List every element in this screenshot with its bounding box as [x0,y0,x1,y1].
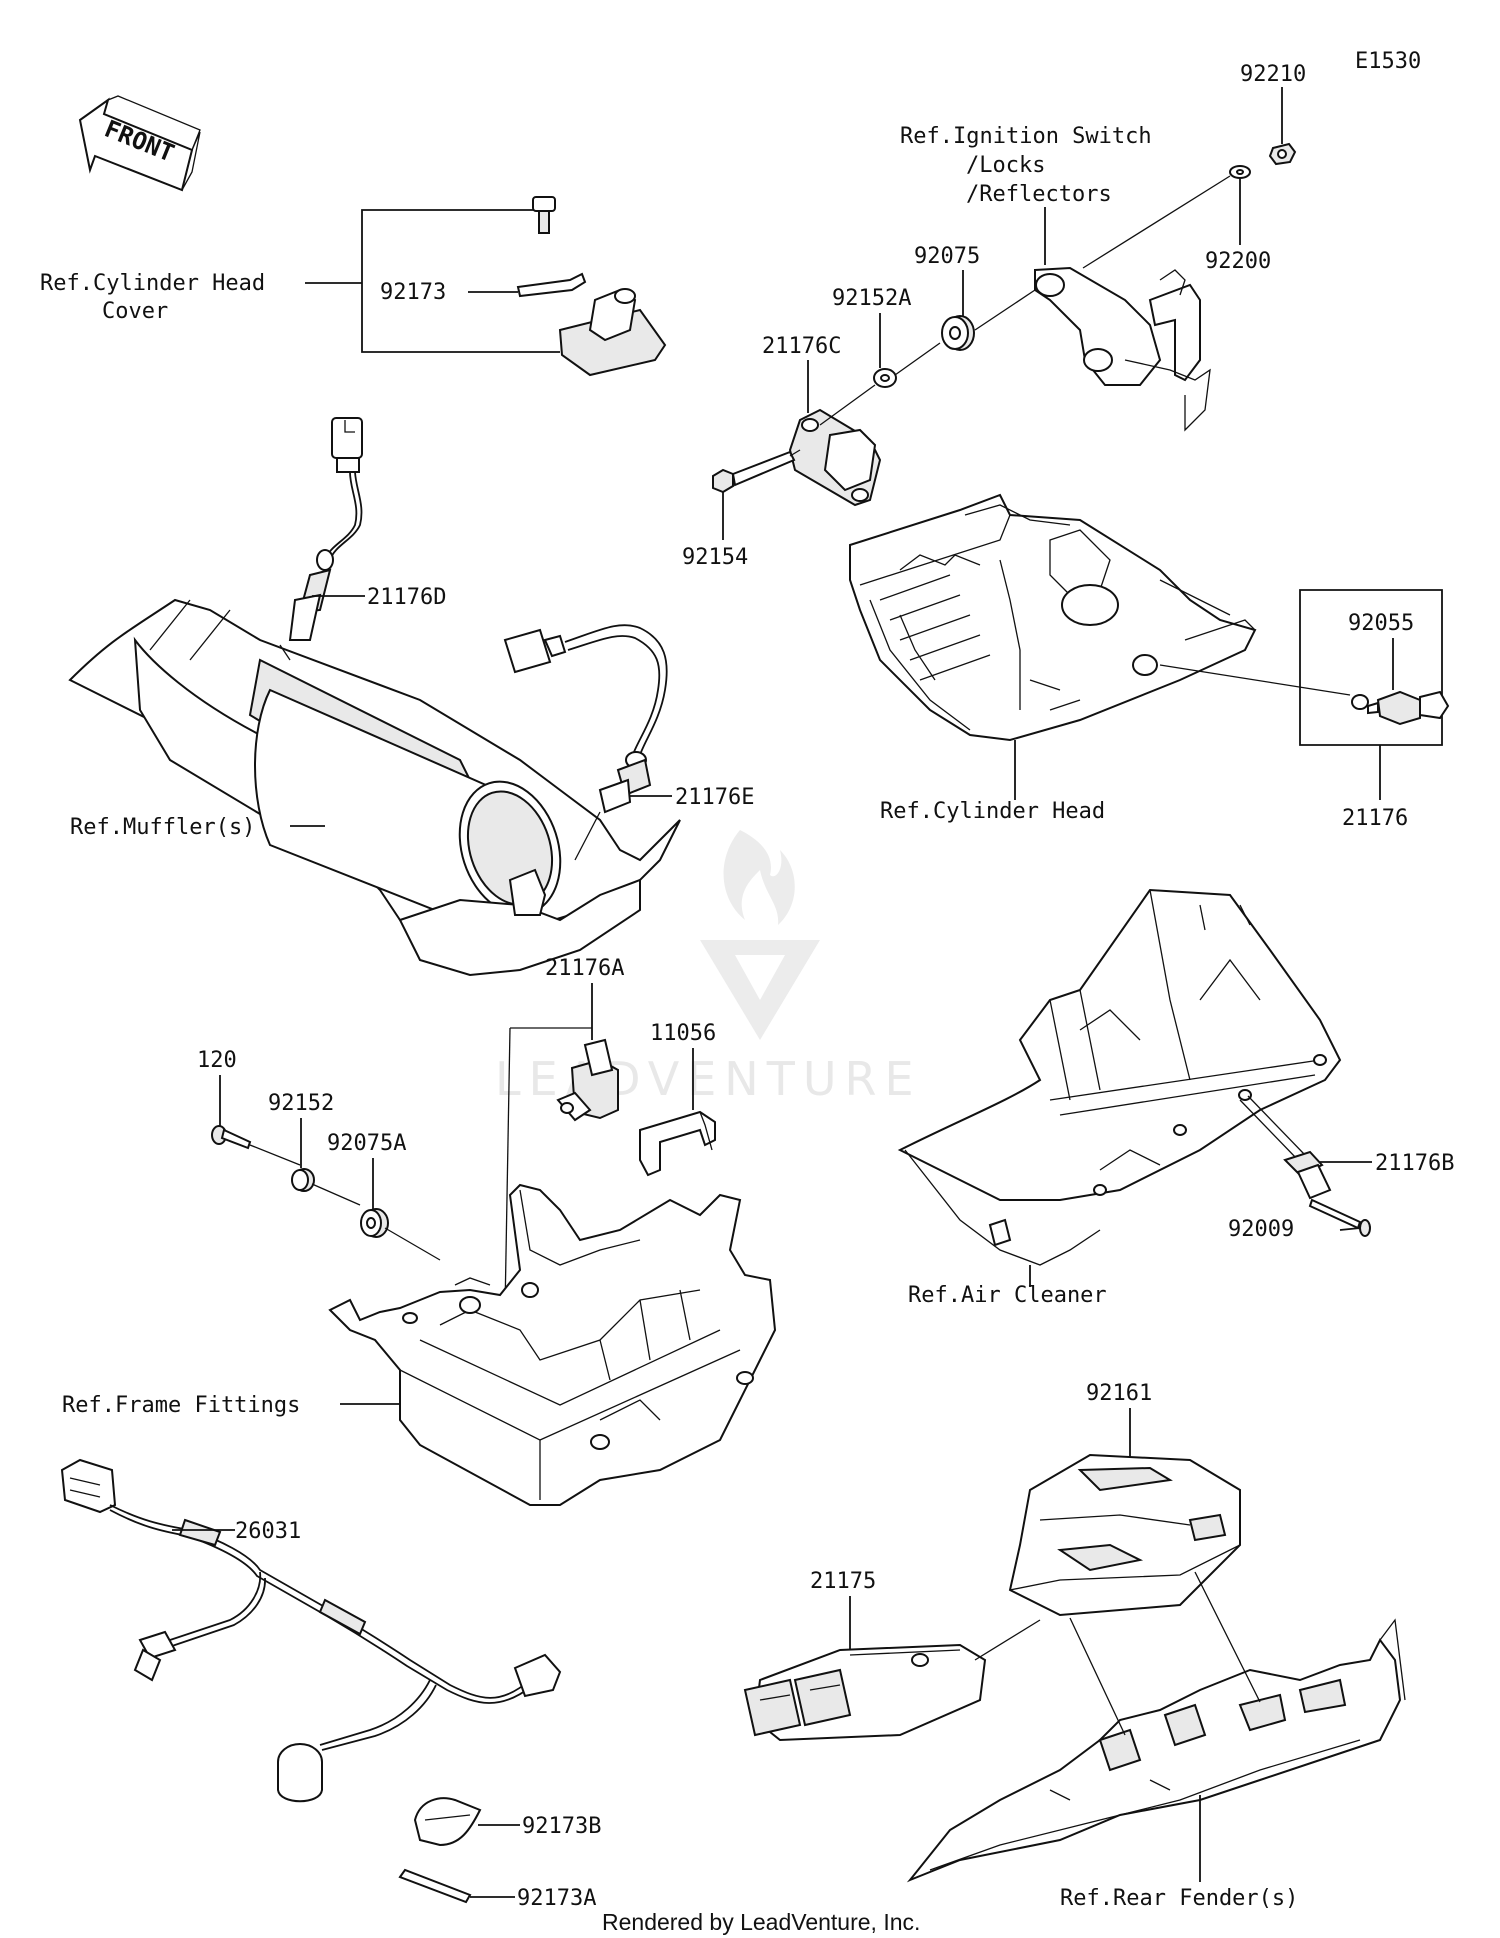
ref-ignition-label-1: Ref.Ignition Switch [900,124,1152,149]
part-label-92055: 92055 [1348,611,1414,636]
diagram-code: E1530 [1355,49,1421,74]
washer-92200-icon [1229,165,1251,179]
ref-cyl-head-cover-label-2: Cover [102,299,168,324]
cylinder-head-cover-sensor-icon [558,288,667,377]
part-label-21176C: 21176C [762,334,841,359]
part-label-92152A: 92152A [832,286,911,311]
sensor-21176C-icon [788,408,882,507]
ref-ignition-label-2: /Locks [966,153,1045,178]
sensor-mount-group: 92210 92200 Ref.Ignition Switch /Locks /… [682,62,1306,570]
ecu-21175-icon [743,1643,987,1742]
sensor-21176-group: 92055 21176 [1299,589,1450,831]
temperature-sensor-21176-icon [1367,690,1450,726]
part-label-21176D: 21176D [367,585,446,610]
muffler-icon [68,598,681,977]
part-label-92152: 92152 [268,1091,334,1116]
part-label-92200: 92200 [1205,249,1271,274]
knock-sensor-harness-26031-icon [60,1458,562,1803]
part-label-92009: 92009 [1228,1217,1294,1242]
clamp-92173B-icon [413,1797,482,1847]
part-label-92154: 92154 [682,545,748,570]
bolt-92154-icon [712,450,796,494]
ref-frame-fittings-label: Ref.Frame Fittings [62,1393,300,1418]
footer-credit: Rendered by LeadVenture, Inc. [602,1909,920,1935]
sensor-21176A-icon [556,1038,619,1122]
part-label-21176B: 21176B [1375,1151,1454,1176]
bolt-120-icon [211,1125,252,1150]
screw-92009-icon [1308,1198,1371,1237]
front-arrow-icon: FRONT [78,95,201,192]
part-label-21176A: 21176A [545,956,624,981]
frame-fitting-group: 21176A 11056 [328,956,777,1506]
bracket-92173-icon [516,272,587,298]
part-label-92173A: 92173A [517,1886,596,1911]
air-cleaner-icon [897,888,1342,1266]
ref-cyl-head-cover-label-1: Ref.Cylinder Head [40,271,265,296]
part-label-92075A: 92075A [327,1131,406,1156]
grommet-92075-icon [941,315,975,351]
part-label-21176E: 21176E [675,785,754,810]
collar-92152A-icon [873,368,897,388]
ref-cylinder-head-label: Ref.Cylinder Head [880,799,1105,824]
ecu-bracket-92161-icon [1008,1453,1241,1617]
cylinder-head-icon [849,493,1257,742]
bolt-icon [532,196,556,234]
part-label-92173B: 92173B [522,1814,601,1839]
ref-muffler-label: Ref.Muffler(s) [70,815,255,840]
watermark-text: LEADVENTURE [495,1052,922,1106]
part-label-120: 120 [197,1048,237,1073]
cylinder-head-cover-group: Ref.Cylinder Head Cover 92173 [40,196,667,377]
ignition-bracket-icon [1034,266,1211,432]
collar-92152-icon [291,1168,315,1192]
part-label-21175: 21175 [810,1569,876,1594]
part-label-92075: 92075 [914,244,980,269]
grommet-92075A-icon [360,1208,389,1238]
oxygen-sensor-21176D-icon [279,417,363,661]
intake-air-sensor-21176B-icon [1239,1095,1332,1200]
part-label-21176: 21176 [1342,806,1408,831]
ref-air-cleaner-label: Ref.Air Cleaner [908,1283,1107,1308]
part-label-11056: 11056 [650,1021,716,1046]
band-92173A-icon [398,1868,472,1904]
oring-92055-icon [1351,694,1369,710]
ref-ignition-label-3: /Reflectors [966,182,1112,207]
rear-fender-icon [906,1618,1406,1883]
oxygen-sensor-21176E-icon [503,624,668,861]
part-label-92161: 92161 [1086,1381,1152,1406]
part-label-26031: 26031 [235,1519,301,1544]
ref-rear-fender-label: Ref.Rear Fender(s) [1060,1886,1298,1911]
bracket-11056-icon [639,1110,716,1177]
nut-92210-icon [1268,142,1297,166]
part-label-92210: 92210 [1240,62,1306,87]
part-label-92173: 92173 [380,280,446,305]
